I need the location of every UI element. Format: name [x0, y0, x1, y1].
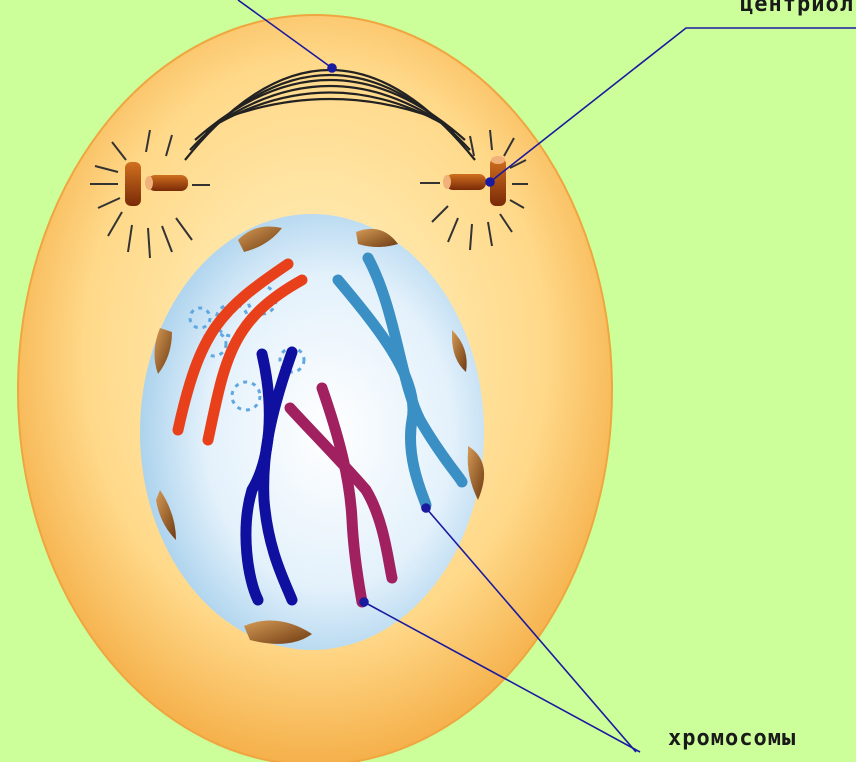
chromosomes-label: хромосомы: [668, 726, 796, 751]
centriole-label: центриол: [740, 0, 854, 17]
